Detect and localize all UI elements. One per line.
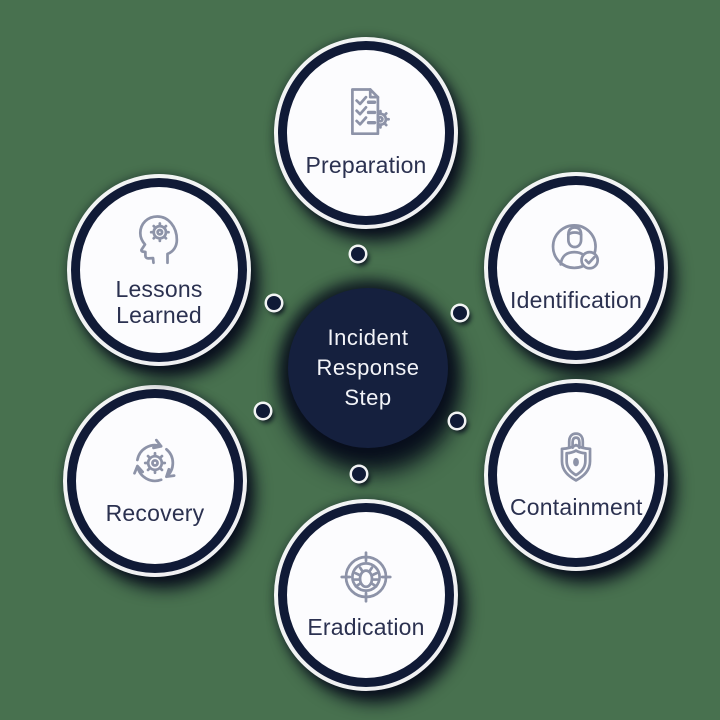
step-circle-recovery: Recovery	[67, 389, 243, 573]
center-line-2: Response	[316, 355, 420, 380]
step-circle-lessons-learned: Lessons Learned	[71, 178, 247, 362]
connector-dot-lower-right	[450, 414, 464, 428]
center-circle-incident-response-step: Incident Response Step	[288, 288, 448, 448]
shield-lock-icon	[540, 423, 612, 491]
step-label-recovery: Recovery	[105, 499, 205, 526]
connector-dot-top	[351, 247, 365, 261]
step-label-eradication: Eradication	[307, 613, 425, 640]
step-label-preparation: Preparation	[305, 151, 427, 178]
connector-dot-lower-left	[256, 404, 270, 418]
head-gear-icon	[123, 205, 195, 273]
center-line-1: Incident	[327, 325, 409, 350]
gear-cycle-icon	[119, 429, 191, 497]
step-label-lessons-learned: Lessons Learned	[115, 275, 203, 328]
step-circle-preparation: Preparation	[278, 41, 454, 225]
step-label-containment: Containment	[510, 493, 643, 520]
checklist-gear-icon	[330, 81, 402, 149]
user-check-icon	[540, 216, 612, 284]
step-circle-identification: Identification	[488, 176, 664, 360]
center-line-3: Step	[344, 385, 392, 410]
connector-dot-bottom	[352, 467, 366, 481]
step-circle-eradication: Eradication	[278, 503, 454, 687]
bug-target-icon	[330, 543, 402, 611]
step-label-identification: Identification	[510, 286, 642, 313]
step-circle-containment: Containment	[488, 383, 664, 567]
connector-dot-upper-right	[453, 306, 467, 320]
connector-dot-upper-left	[267, 296, 281, 310]
